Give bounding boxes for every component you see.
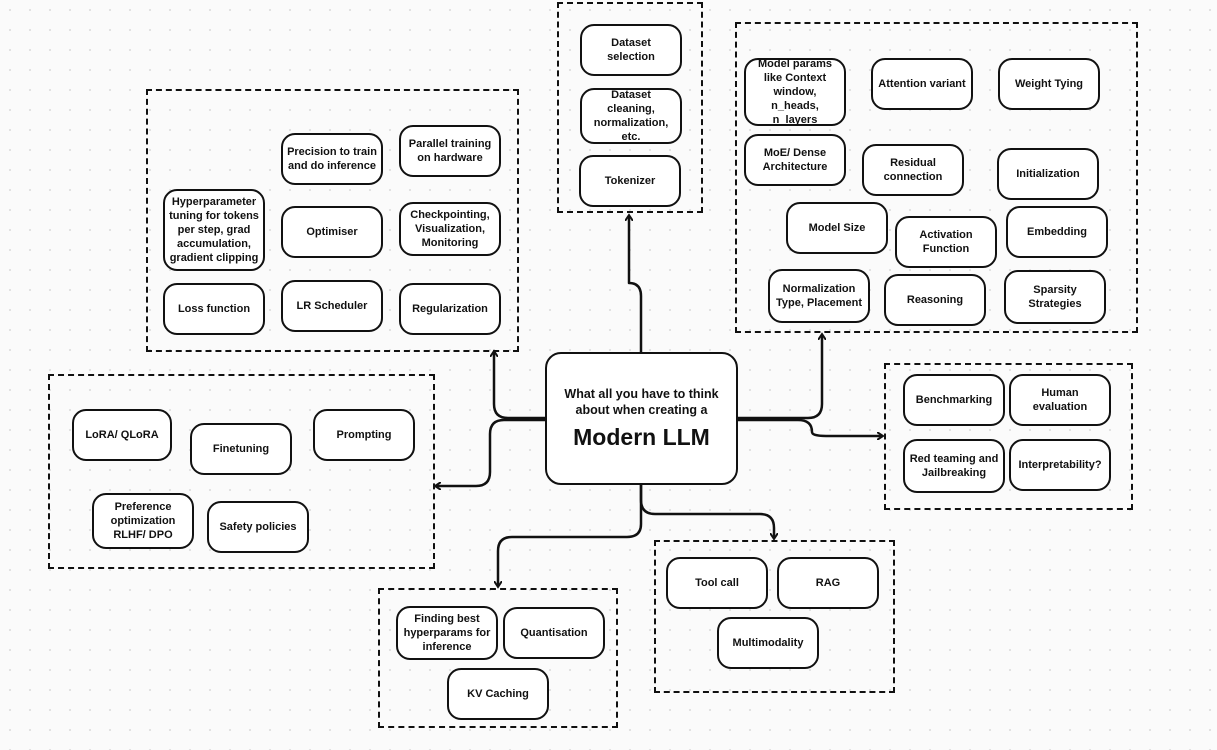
node-checkpointing: Checkpointing, Visualization, Monitoring — [399, 202, 501, 256]
node-best-inference-hyperparams: Finding best hyperparams for inference — [396, 606, 498, 660]
central-topic-node: What all you have to think about when cr… — [545, 352, 738, 485]
node-hyperparameter-tuning: Hyperparameter tuning for tokens per ste… — [163, 189, 265, 271]
link-to-inference — [498, 483, 643, 586]
central-topic-title: Modern LLM — [573, 423, 710, 450]
node-optimiser: Optimiser — [281, 206, 383, 258]
node-activation-function: Activation Function — [895, 216, 997, 268]
node-quantisation: Quantisation — [503, 607, 605, 659]
group-applications — [654, 540, 895, 693]
node-lr-scheduler: LR Scheduler — [281, 280, 383, 332]
group-evaluation — [884, 363, 1133, 510]
node-rag: RAG — [777, 557, 879, 609]
node-reasoning: Reasoning — [884, 274, 986, 326]
node-safety-policies: Safety policies — [207, 501, 309, 553]
link-to-evaluation — [736, 418, 882, 436]
node-embedding: Embedding — [1006, 206, 1108, 258]
node-tokenizer: Tokenizer — [579, 155, 681, 207]
node-dataset-cleaning: Dataset cleaning, normalization, etc. — [580, 88, 682, 144]
link-to-data — [629, 216, 643, 354]
node-model-size: Model Size — [786, 202, 888, 254]
link-to-applications — [639, 483, 774, 538]
link-to-training — [494, 352, 547, 420]
node-weight-tying: Weight Tying — [998, 58, 1100, 110]
group-posttraining — [48, 374, 435, 569]
node-multimodality: Multimodality — [717, 617, 819, 669]
node-normalization: Normalization Type, Placement — [768, 269, 870, 323]
node-dataset-selection: Dataset selection — [580, 24, 682, 76]
node-interpretability: Interpretability? — [1009, 439, 1111, 491]
group-architecture — [735, 22, 1138, 333]
node-preference-optimization: Preference optimization RLHF/ DPO — [92, 493, 194, 549]
node-moe-dense: MoE/ Dense Architecture — [744, 134, 846, 186]
node-model-params: Model params like Context window, n_head… — [744, 58, 846, 126]
link-to-architecture — [736, 335, 822, 420]
node-human-evaluation: Human evaluation — [1009, 374, 1111, 426]
central-topic-subtitle: What all you have to think about when cr… — [564, 386, 719, 417]
node-attention-variant: Attention variant — [871, 58, 973, 110]
node-finetuning: Finetuning — [190, 423, 292, 475]
node-parallel-training: Parallel training on hardware — [399, 125, 501, 177]
node-tool-call: Tool call — [666, 557, 768, 609]
node-sparsity-strategies: Sparsity Strategies — [1004, 270, 1106, 324]
group-data — [557, 2, 703, 213]
node-precision: Precision to train and do inference — [281, 133, 383, 185]
node-prompting: Prompting — [313, 409, 415, 461]
group-training — [146, 89, 519, 352]
node-loss-function: Loss function — [163, 283, 265, 335]
node-initialization: Initialization — [997, 148, 1099, 200]
node-residual-connection: Residual connection — [862, 144, 964, 196]
link-to-posttraining — [436, 418, 547, 486]
node-kv-caching: KV Caching — [447, 668, 549, 720]
node-regularization: Regularization — [399, 283, 501, 335]
group-inference — [378, 588, 618, 728]
node-lora-qlora: LoRA/ QLoRA — [72, 409, 172, 461]
node-benchmarking: Benchmarking — [903, 374, 1005, 426]
node-red-teaming: Red teaming and Jailbreaking — [903, 439, 1005, 493]
